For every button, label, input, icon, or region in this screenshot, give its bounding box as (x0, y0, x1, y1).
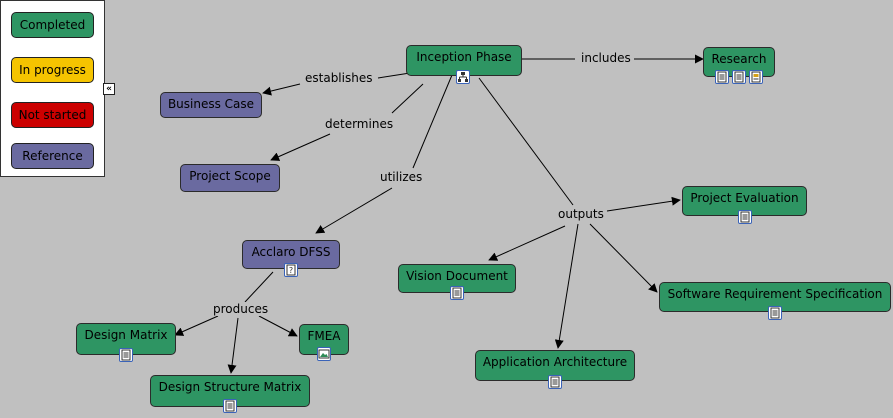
edge-outputs-srs (589, 223, 658, 293)
help-document-icon[interactable]: ? (284, 263, 298, 277)
legend-reference[interactable]: Reference (11, 143, 94, 169)
legend-panel: Completed In progress Not started Refere… (0, 0, 105, 177)
node-label: Application Architecture (482, 355, 628, 369)
edge-label-determines: determines (322, 117, 397, 131)
edge-label-outputs: outputs (555, 207, 607, 221)
node-design-structure-matrix[interactable]: Design Structure Matrix (150, 375, 310, 407)
edge-produces (244, 271, 274, 303)
document-icon[interactable] (223, 399, 237, 413)
edge-label-produces: produces (210, 302, 272, 316)
image-icon[interactable] (317, 347, 331, 361)
node-label: Project Scope (189, 169, 271, 183)
edge-outputs-vision (488, 225, 566, 261)
image-document-icon[interactable] (749, 70, 763, 84)
edge-label-includes: includes (578, 51, 634, 65)
document-icon[interactable] (732, 70, 746, 84)
node-business-case[interactable]: Business Case (160, 92, 262, 118)
edge-produces-fmea (258, 315, 298, 337)
edge-determines-arrow (270, 133, 331, 161)
node-label: Design Matrix (84, 328, 168, 342)
edge-label-establishes: establishes (302, 71, 376, 85)
node-label: Business Case (167, 97, 255, 111)
document-icon[interactable] (738, 210, 752, 224)
collapse-legend-button[interactable]: « (103, 83, 115, 95)
edge-label-utilizes: utilizes (377, 170, 426, 184)
edge-outputs (478, 77, 574, 206)
edge-determines (391, 83, 424, 114)
node-design-matrix[interactable]: Design Matrix (76, 323, 176, 355)
node-label: Inception Phase (416, 50, 512, 64)
legend-in-progress[interactable]: In progress (11, 57, 94, 83)
document-icon[interactable] (768, 306, 782, 320)
node-label: Acclaro DFSS (251, 245, 331, 259)
edge-outputs-architecture (554, 223, 579, 349)
edge-produces-dsm (227, 317, 239, 374)
edge-utilizes-arrow (315, 187, 393, 234)
node-label: Software Requirement Specification (667, 287, 883, 301)
legend-not-started[interactable]: Not started (11, 102, 94, 128)
edge-establishes-arrow (262, 83, 301, 96)
hierarchy-icon[interactable] (456, 70, 470, 84)
node-label: Research (711, 52, 767, 66)
node-label: Vision Document (406, 269, 508, 283)
node-project-scope[interactable]: Project Scope (180, 164, 280, 192)
document-icon[interactable] (548, 375, 562, 389)
node-label: FMEA (307, 329, 341, 343)
edge-outputs-evaluation (606, 196, 681, 212)
node-label: Design Structure Matrix (158, 380, 302, 394)
document-icon[interactable] (119, 348, 133, 362)
edge-utilizes (412, 74, 453, 169)
edge-establishes (377, 72, 411, 79)
svg-text:?: ? (289, 266, 293, 275)
node-label: Project Evaluation (690, 191, 799, 205)
edge-produces-design-matrix (174, 315, 219, 336)
document-icon[interactable] (715, 70, 729, 84)
legend-completed[interactable]: Completed (11, 12, 94, 38)
document-icon[interactable] (450, 286, 464, 300)
